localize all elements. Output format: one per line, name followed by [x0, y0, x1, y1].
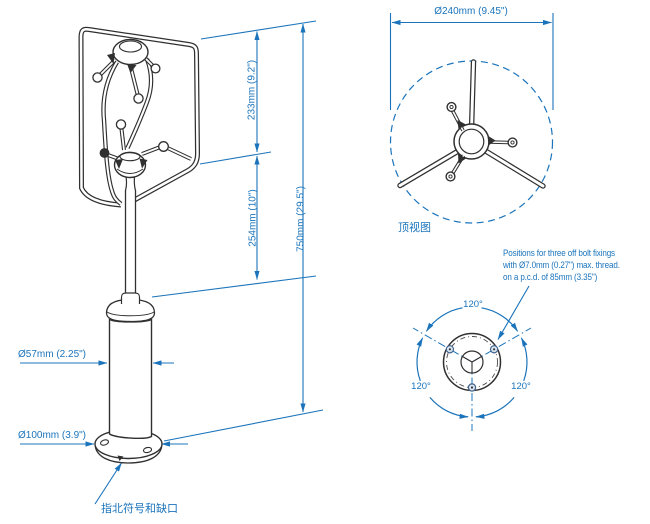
- dimension-lines: [20, 13, 554, 505]
- sensor-linework: [78, 26, 546, 464]
- dim-label-233mm: 233mm (9.2"): [246, 59, 258, 121]
- ext-line-lower: [151, 275, 317, 298]
- dim-label-swept-diameter: Ø240mm (9.45"): [434, 6, 508, 17]
- bolt-note-line-2: with Ø7.0mm (0.27") max. thread.: [503, 260, 620, 271]
- dim-label-tube-diameter: Ø57mm (2.25"): [18, 349, 87, 360]
- ext-line-top: [200, 20, 317, 40]
- dim-label-254mm: 254mm (10"): [247, 189, 259, 247]
- dim-label-750mm: 750mm (29.5"): [295, 186, 307, 252]
- dim-label-base-diameter: Ø100mm (3.9"): [18, 430, 87, 441]
- bolt-note-line-1: Positions for three off bolt fixings: [503, 248, 615, 259]
- top-view-caption: 顶视图: [398, 222, 431, 234]
- angle-dimension-arcs: [416, 307, 528, 419]
- iso-upper-transducer-hub: [92, 38, 161, 104]
- north-notch-mark: [117, 455, 124, 461]
- ext-line-mid: [199, 151, 272, 165]
- north-note-label: 指北符号和缺口: [101, 503, 178, 515]
- top-view-sensor: [397, 59, 546, 189]
- iso-sensor-frame: [78, 26, 201, 208]
- iso-mounting-shaft: [124, 190, 137, 294]
- angle-label-bottom-right: 120°: [511, 380, 531, 392]
- ext-line-base: [163, 409, 324, 442]
- iso-mounting-tube: [105, 292, 156, 461]
- iso-lower-transducer-hub: [99, 119, 169, 191]
- angle-label-top: 120°: [463, 298, 483, 310]
- bolt-holes: [445, 345, 499, 392]
- bolt-note-leader-line: [497, 285, 530, 340]
- bolt-note-line-3: on a p.c.d. of 85mm (3.35"): [503, 272, 598, 283]
- north-leader-line: [94, 462, 122, 505]
- angle-label-bottom-left: 120°: [411, 380, 431, 392]
- bolt-axis-centerlines: [412, 327, 532, 431]
